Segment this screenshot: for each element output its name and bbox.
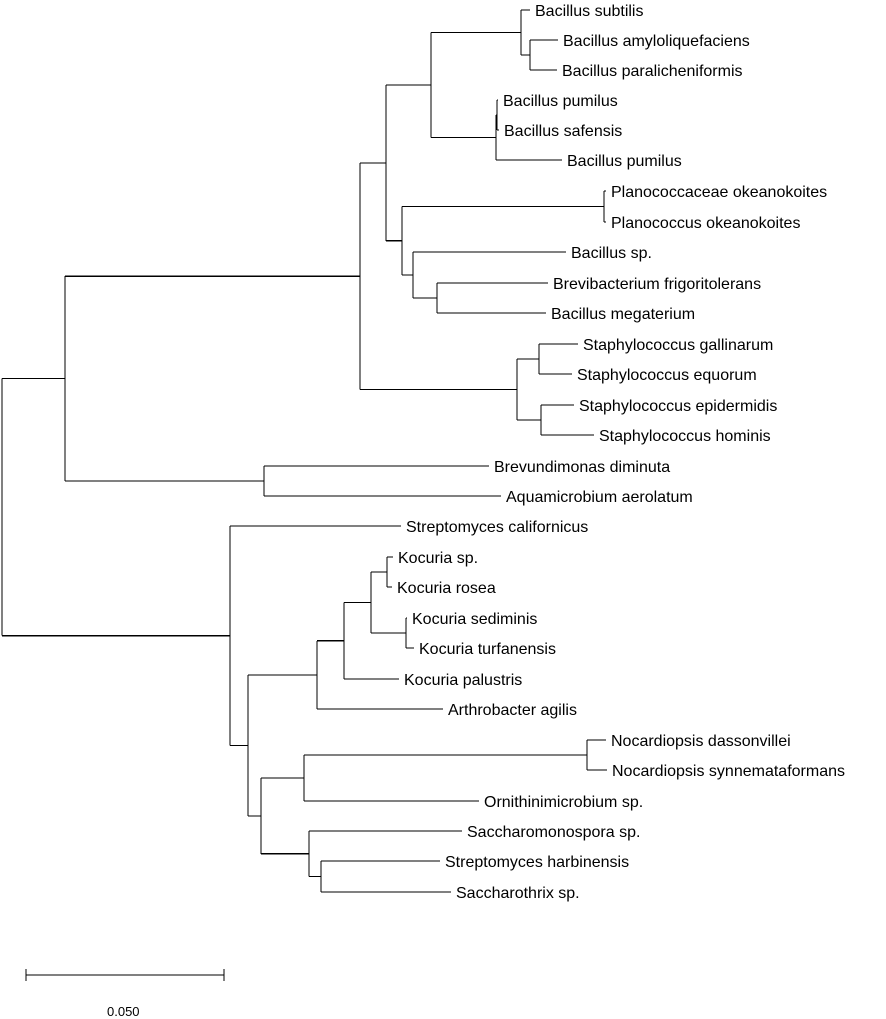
- taxon-label: Kocuria turfanensis: [419, 641, 556, 658]
- taxon-label: Saccharothrix sp.: [456, 885, 580, 902]
- taxon-label: Streptomyces californicus: [406, 519, 588, 536]
- taxon-label: Bacillus subtilis: [535, 3, 643, 20]
- taxon-label: Staphylococcus epidermidis: [579, 398, 777, 415]
- taxon-label: Staphylococcus hominis: [599, 428, 771, 445]
- taxon-label: Bacillus paralicheniformis: [562, 63, 743, 80]
- taxon-label: Streptomyces harbinensis: [445, 854, 629, 871]
- taxon-label: Planococcus okeanokoites: [611, 215, 800, 232]
- taxon-label: Bacillus sp.: [571, 245, 652, 262]
- taxon-label: Bacillus safensis: [504, 123, 622, 140]
- taxon-label: Bacillus pumilus: [503, 93, 618, 110]
- taxon-label: Nocardiopsis synnemataformans: [612, 763, 845, 780]
- taxon-label: Planococcaceae okeanokoites: [611, 184, 827, 201]
- taxon-label: Kocuria palustris: [404, 672, 522, 689]
- taxon-label: Kocuria sp.: [398, 550, 478, 567]
- taxon-label: Bacillus amyloliquefaciens: [563, 33, 750, 50]
- taxon-label: Bacillus pumilus: [567, 153, 682, 170]
- taxon-label: Arthrobacter agilis: [448, 702, 577, 719]
- taxon-label: Bacillus megaterium: [551, 306, 695, 323]
- taxon-label: Staphylococcus gallinarum: [583, 337, 773, 354]
- taxon-label: Nocardiopsis dassonvillei: [611, 733, 791, 750]
- taxon-label: Aquamicrobium aerolatum: [506, 489, 693, 506]
- taxon-label: Kocuria sediminis: [412, 611, 537, 628]
- scale-bar: 0.050: [25, 969, 225, 1019]
- taxon-label: Ornithinimicrobium sp.: [484, 794, 643, 811]
- taxon-label: Brevibacterium frigoritolerans: [553, 276, 761, 293]
- taxon-label: Staphylococcus equorum: [577, 367, 757, 384]
- tree-branches: [1, 9, 607, 893]
- taxon-labels: Bacillus subtilis Bacillus amyloliquefac…: [397, 3, 845, 902]
- taxon-label: Brevundimonas diminuta: [494, 459, 670, 476]
- taxon-label: Kocuria rosea: [397, 580, 496, 597]
- scale-bar-label: 0.050: [107, 1004, 140, 1019]
- taxon-label: Saccharomonospora sp.: [467, 824, 640, 841]
